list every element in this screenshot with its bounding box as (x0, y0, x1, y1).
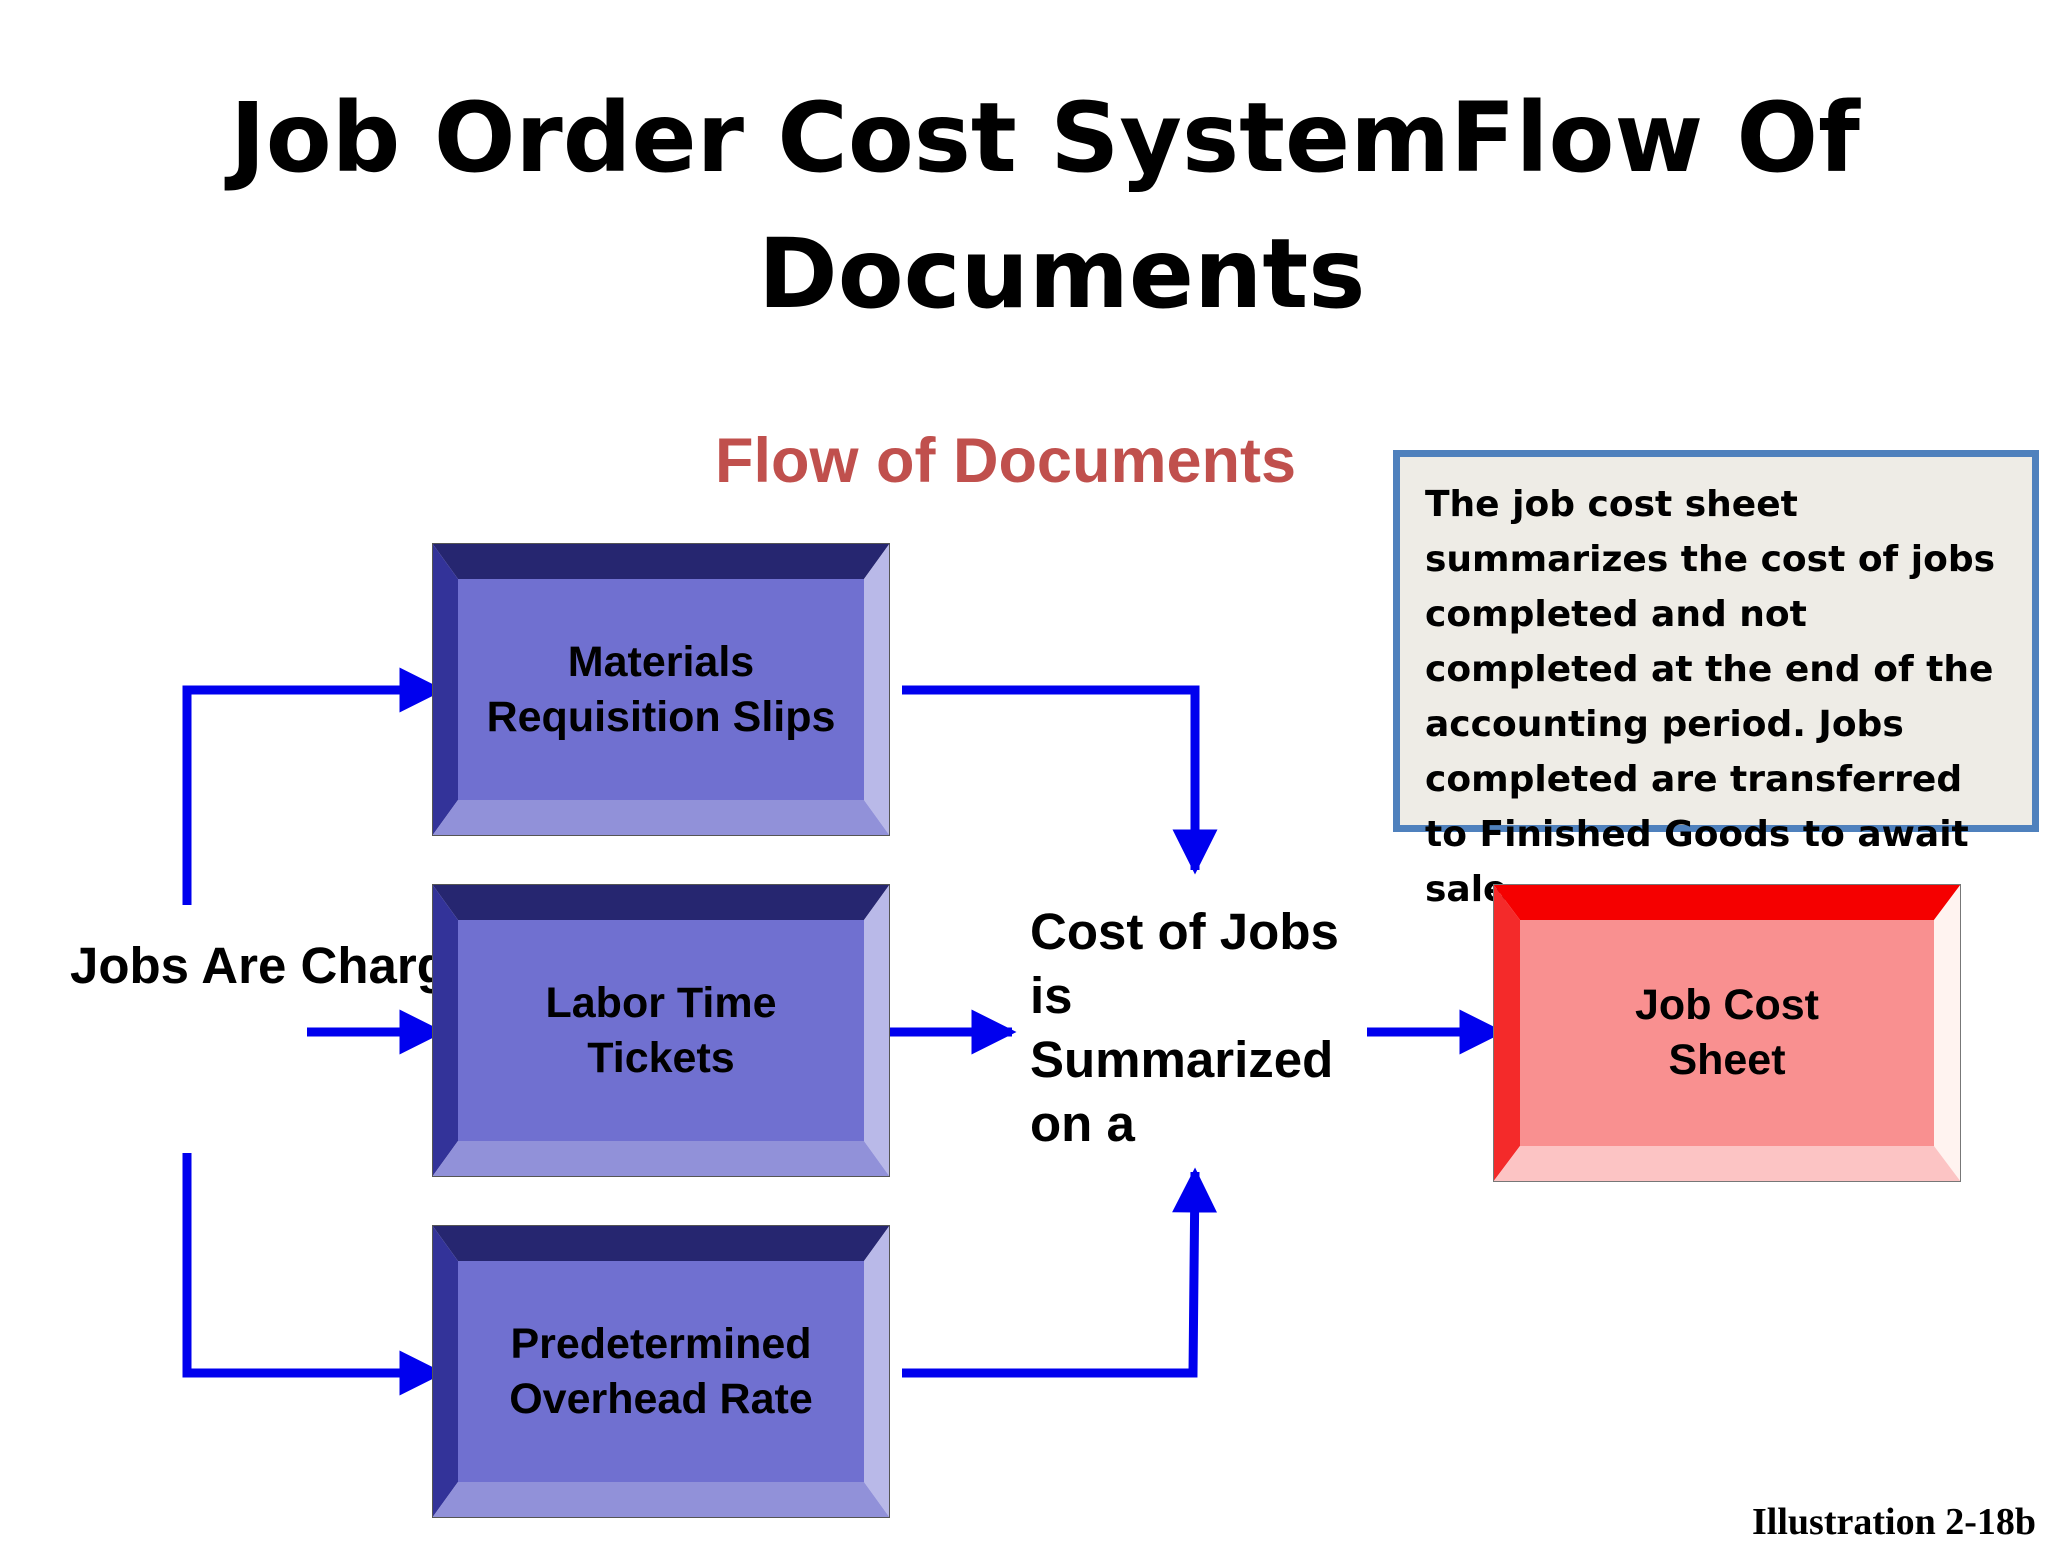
title-part-2: Flow Of (1450, 82, 1860, 194)
overhead-box: Predetermined Overhead Rate (432, 1225, 890, 1518)
title-part-3: Documents (758, 218, 1366, 330)
overhead-box-bevel (432, 1225, 890, 1518)
labor-box-bevel (432, 884, 890, 1177)
labor-box: Labor Time Tickets (432, 884, 890, 1177)
job-cost-sheet-label: Job Cost Sheet (1635, 981, 1819, 1084)
arrow-source-to-overhead (182, 1153, 445, 1396)
materials-label: Materials Requisition Slips (486, 637, 836, 741)
overhead-label: Predetermined Overhead Rate (509, 1319, 813, 1423)
arrow-materials-to-summary (902, 685, 1218, 875)
materials-box-bevel (432, 543, 890, 836)
job-cost-sheet-box: Job Cost Sheet (1493, 884, 1961, 1182)
title-part-1: Job Order Cost System (230, 82, 1451, 194)
labor-label: Labor Time Tickets (545, 978, 777, 1082)
arrow-source-to-materials (182, 667, 445, 905)
illustration-label: Illustration 2-18b (1752, 1501, 2036, 1543)
explanation-note: The job cost sheet summarizes the cost o… (1393, 450, 2039, 910)
summary-node: Cost of Jobs is Summarized on a (1030, 903, 1339, 1152)
diagram-subtitle: Flow of Documents (715, 426, 1296, 496)
arrow-overhead-to-summary (902, 1167, 1218, 1378)
job-cost-sheet-bevel (1493, 884, 1961, 1182)
materials-box: Materials Requisition Slips (432, 543, 890, 836)
